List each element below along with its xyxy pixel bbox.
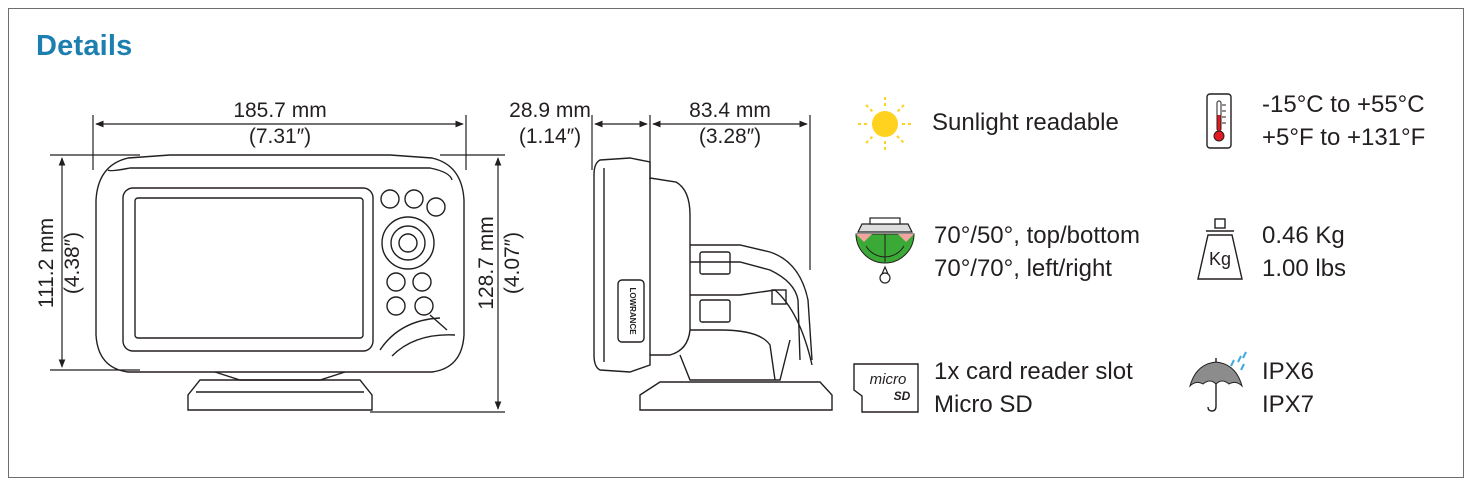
viewing-angle-top-bottom: 70°/50°, top/bottom: [934, 222, 1140, 249]
weight-icon: Kg: [1197, 218, 1243, 280]
brand-label: LOWRANCE: [628, 287, 637, 335]
micro-sd-icon-bottom: SD: [894, 389, 911, 403]
side-depth-mm: 28.9 mm: [509, 99, 591, 122]
viewing-angle-left-right: 70°/70°, left/right: [934, 255, 1112, 282]
micro-sd-icon-top: micro: [870, 371, 907, 388]
micro-sd-icon: micro SD: [853, 363, 919, 413]
card-reader-type: Micro SD: [934, 391, 1033, 418]
sunlight-spec: Sunlight readable: [932, 109, 1119, 136]
temperature-spec: -15°C to +55°C +5°F to +131°F: [1262, 88, 1425, 154]
front-height-dimension: [50, 154, 140, 371]
umbrella-icon: [1189, 351, 1247, 412]
front-width-label: 185.7 mm (7.31″): [200, 98, 360, 150]
overall-height-in: (4.07″): [501, 231, 524, 295]
front-view-device: [95, 154, 465, 411]
viewing-angle-spec: 70°/50°, top/bottom 70°/70°, left/right: [934, 219, 1140, 285]
overall-height-label: 128.7 mm (4.07″): [474, 183, 526, 343]
temperature-fahrenheit: +5°F to +131°F: [1262, 124, 1426, 151]
viewing-angle-icon: [855, 217, 915, 284]
overall-height-dimension: [370, 154, 505, 413]
sun-icon: [858, 97, 912, 151]
side-depth-label: 28.9 mm (1.14″): [495, 98, 605, 150]
bracket-depth-in: (3.28″): [698, 125, 762, 148]
weight-lbs: 1.00 lbs: [1262, 255, 1347, 282]
card-reader-spec: 1x card reader slot Micro SD: [934, 355, 1133, 421]
front-height-mm: 111.2 mm: [35, 217, 58, 309]
ip-rating-1: IPX6: [1262, 358, 1315, 385]
overall-height-mm: 128.7 mm: [475, 216, 498, 310]
weight-spec: 0.46 Kg 1.00 lbs: [1262, 219, 1346, 285]
thermometer-icon: [1206, 93, 1232, 149]
weight-icon-label: Kg: [1209, 249, 1231, 269]
ip-rating-spec: IPX6 IPX7: [1262, 355, 1314, 421]
temperature-celsius: -15°C to +55°C: [1262, 91, 1425, 118]
side-depth-in: (1.14″): [518, 125, 582, 148]
side-view-device: [593, 157, 833, 411]
section-title: Details: [36, 30, 133, 62]
card-reader-slot: 1x card reader slot: [934, 358, 1133, 385]
ip-rating-2: IPX7: [1262, 391, 1315, 418]
brand-text: LOWRANCE: [628, 287, 637, 335]
front-width-in: (7.31″): [248, 125, 312, 148]
front-width-mm: 185.7 mm: [233, 99, 327, 122]
front-width-dimension: [92, 115, 467, 170]
front-buttons: [380, 189, 446, 316]
bracket-depth-label: 83.4 mm (3.28″): [670, 98, 790, 150]
details-panel: [8, 8, 1464, 478]
front-height-in: (4.38″): [61, 231, 84, 295]
bracket-depth-dimension: [652, 115, 811, 270]
front-height-label: 111.2 mm (4.38″): [34, 183, 86, 343]
bracket-depth-mm: 83.4 mm: [689, 99, 771, 122]
weight-kg: 0.46 Kg: [1262, 222, 1345, 249]
